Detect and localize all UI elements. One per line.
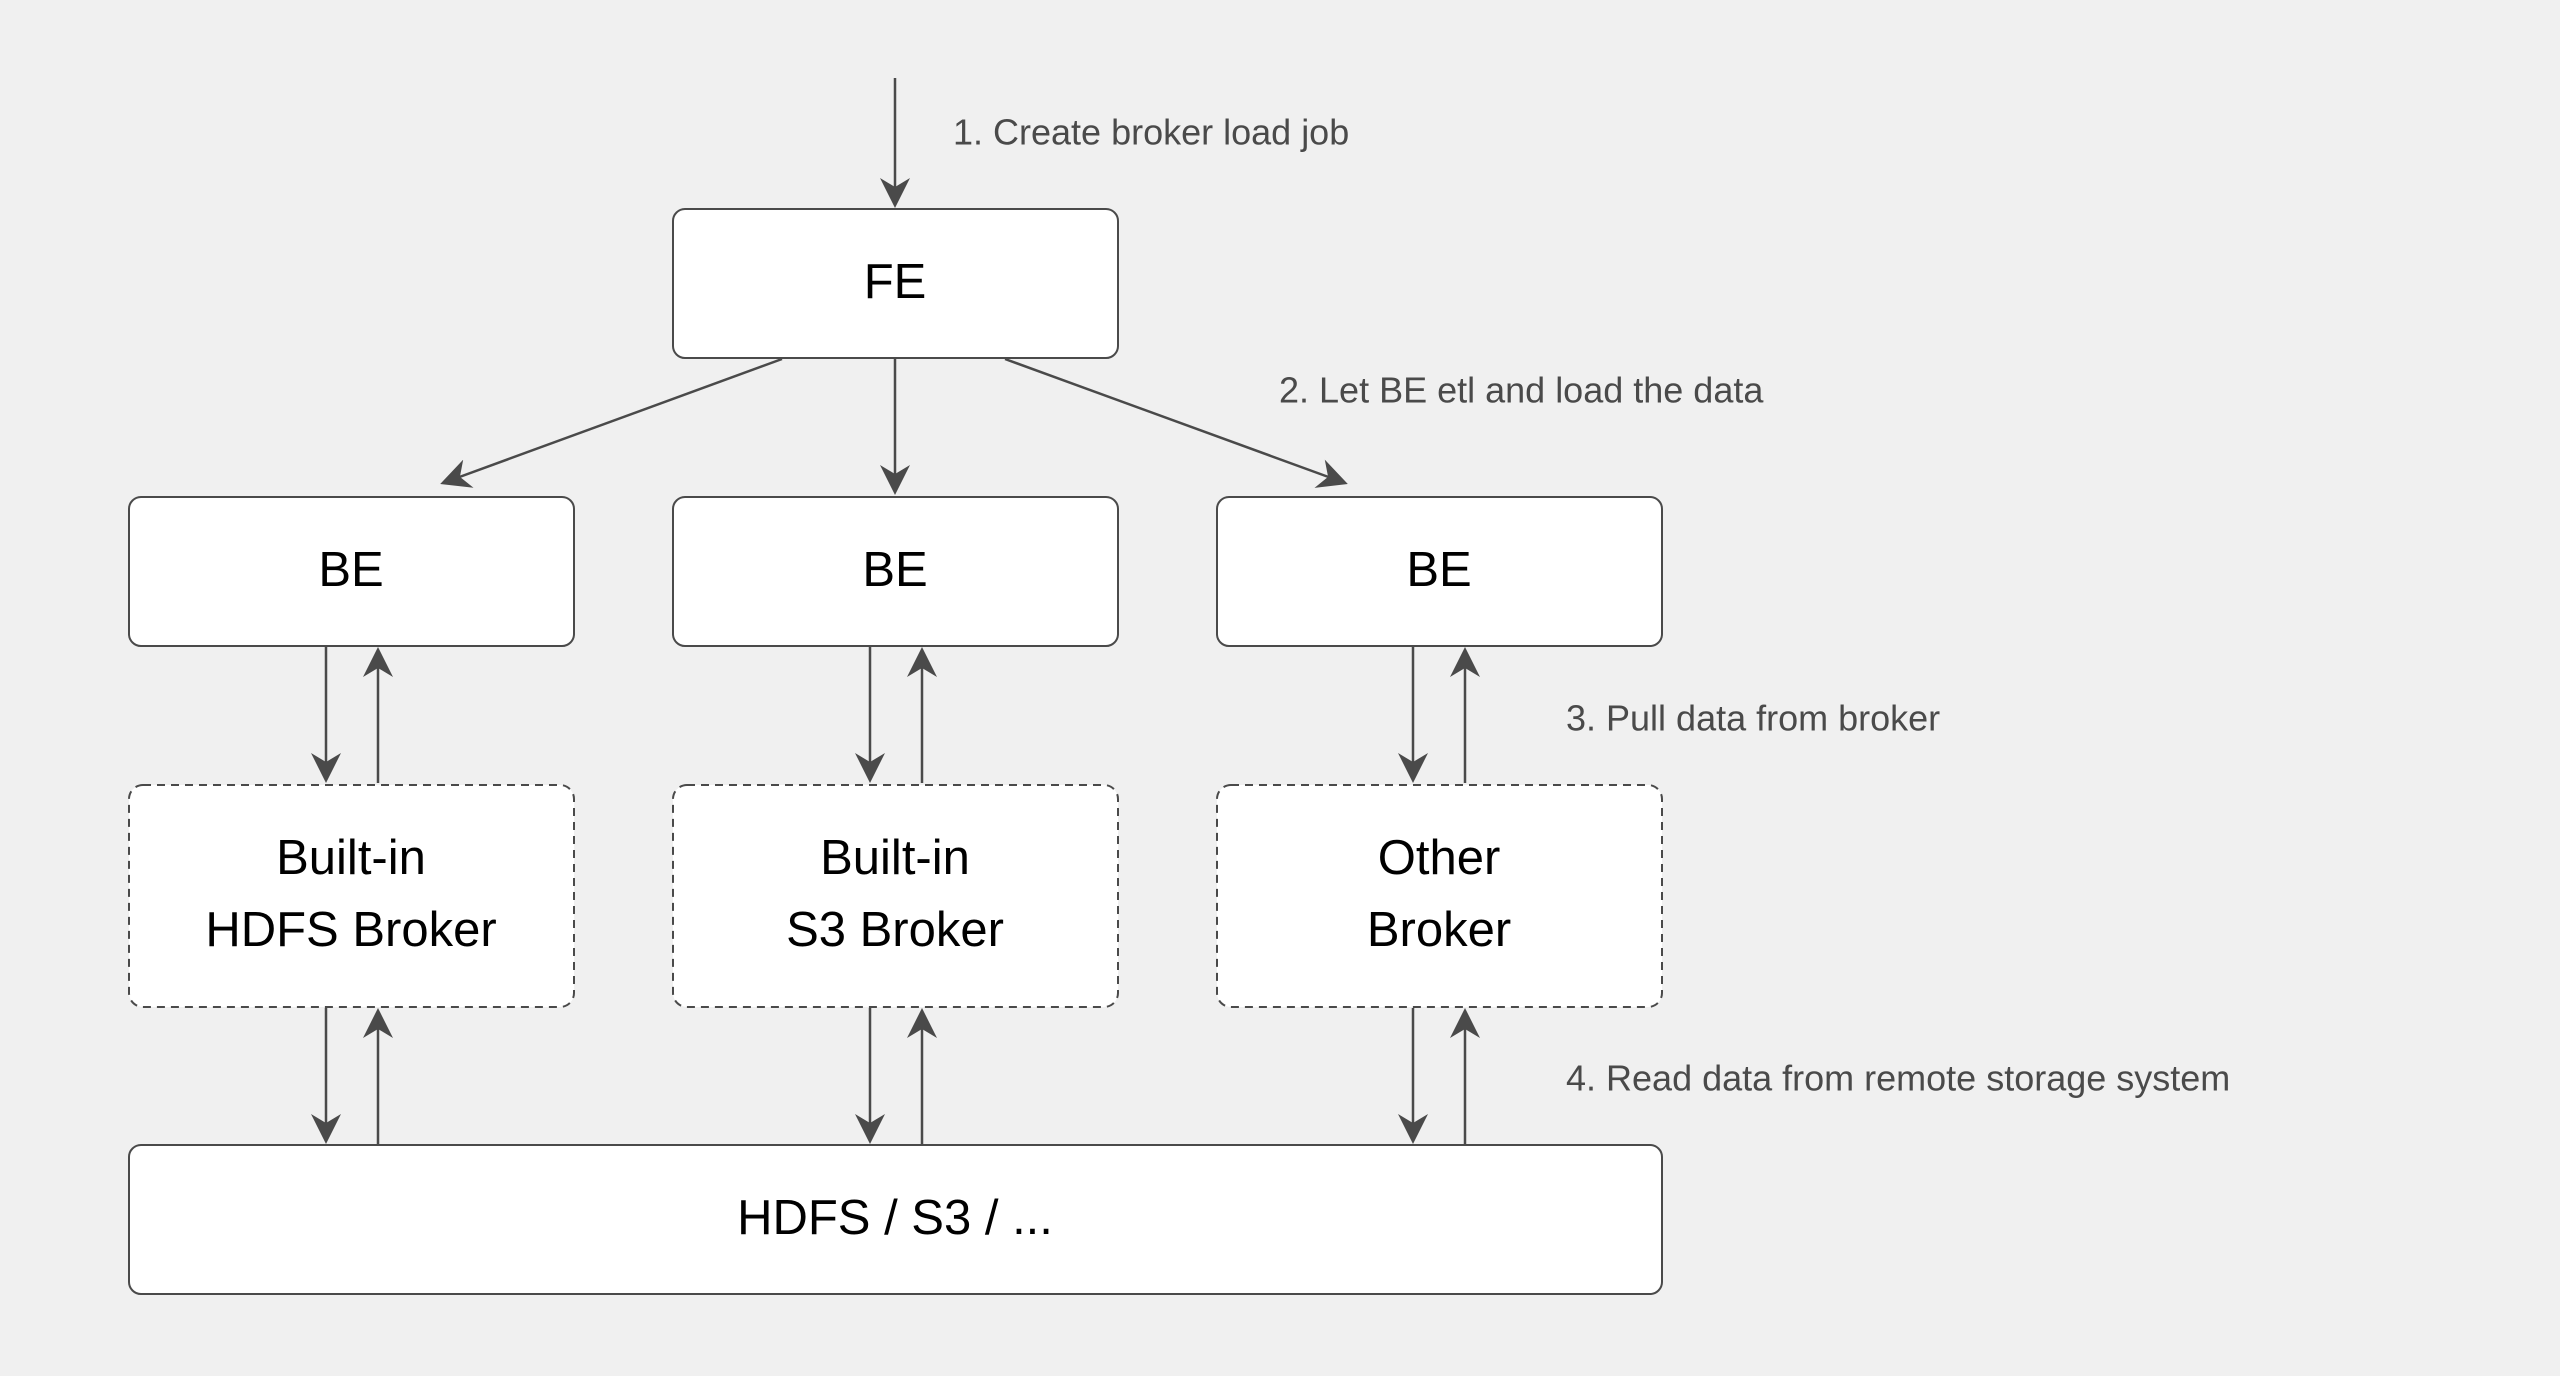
- storage-label: HDFS / S3 / ...: [737, 1191, 1053, 1245]
- fe-label: FE: [864, 255, 927, 309]
- step-3-label: 3. Pull data from broker: [1566, 698, 1940, 739]
- hdfs-broker-node: Built-in HDFS Broker: [128, 784, 575, 1008]
- hdfs-broker-label-line1: Built-in: [276, 831, 426, 885]
- storage-node: HDFS / S3 / ...: [128, 1144, 1663, 1295]
- s3-broker-label-line2: S3 Broker: [786, 903, 1004, 957]
- be-right-label: BE: [1406, 543, 1471, 597]
- step-4-label: 4. Read data from remote storage system: [1566, 1058, 2230, 1099]
- be-middle-label: BE: [862, 543, 927, 597]
- fe-node: FE: [672, 208, 1119, 359]
- s3-broker-label-line1: Built-in: [820, 831, 970, 885]
- hdfs-broker-label-line2: HDFS Broker: [205, 903, 496, 957]
- s3-broker-node: Built-in S3 Broker: [672, 784, 1119, 1008]
- other-broker-node: Other Broker: [1216, 784, 1663, 1008]
- be-node-middle: BE: [672, 496, 1119, 647]
- step-2-label: 2. Let BE etl and load the data: [1279, 370, 1764, 411]
- step-1-label: 1. Create broker load job: [953, 112, 1349, 153]
- arrow-fe-to-be-right: [1004, 357, 1348, 488]
- arrow-fe-to-be-left: [440, 357, 783, 488]
- other-broker-label-line1: Other: [1378, 831, 1501, 885]
- be-node-right: BE: [1216, 496, 1663, 647]
- be-node-left: BE: [128, 496, 575, 647]
- be-left-label: BE: [318, 543, 383, 597]
- other-broker-label-line2: Broker: [1367, 903, 1511, 957]
